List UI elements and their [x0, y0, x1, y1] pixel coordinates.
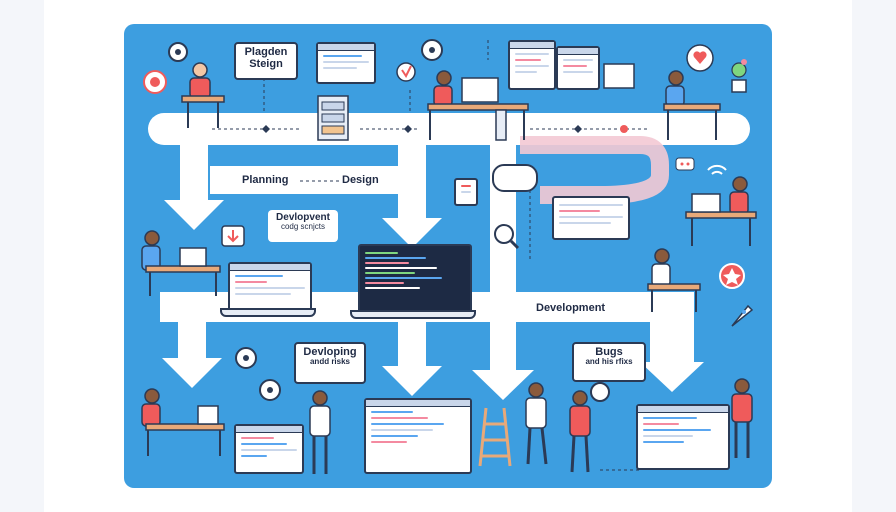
plant-icon [731, 59, 747, 93]
label-planning: Planning [242, 174, 289, 186]
label-line-2: andd risks [309, 357, 350, 367]
person-top-left [181, 62, 225, 128]
target-icon [143, 70, 167, 94]
doc-card-top-1 [316, 42, 376, 84]
laptop-left-base [220, 308, 316, 317]
doc-card-top-3 [556, 46, 600, 90]
doc-card-right-mid [552, 196, 630, 240]
ladder-icon [478, 407, 512, 467]
code-monitor-base [350, 310, 476, 319]
code-card-bottom-right [636, 404, 730, 470]
gear-icon-bottom [235, 347, 281, 401]
wifi-icon [707, 164, 727, 175]
label-line-2: codg scnjcts [280, 222, 326, 231]
pink-connector [520, 136, 669, 204]
person-left-middle [141, 230, 221, 296]
label-line-1: Devloping [303, 346, 357, 358]
planning-band [210, 166, 410, 194]
code-monitor [358, 244, 472, 314]
magnifier-icon [494, 224, 520, 250]
label-plagden-steign: Plagden Steign [234, 42, 298, 80]
label-devlopvent: Devlopvent codg scnjcts [268, 210, 338, 242]
doc-card-top-2 [508, 40, 556, 90]
label-design: Design [342, 174, 379, 186]
person-bottom-bugs [569, 382, 610, 473]
left-margin [0, 0, 44, 512]
right-margin [852, 0, 896, 512]
label-line-1: Plagden [244, 46, 288, 58]
gear-icon-top [421, 39, 443, 61]
monitor-icon [603, 63, 635, 89]
label-line-2: and his rfixs [585, 357, 633, 367]
person-bottom-standing [309, 390, 331, 474]
bookmark-heart-icon [396, 62, 416, 82]
heart-icon [686, 44, 714, 72]
rocket-icon [731, 304, 754, 327]
person-bottom-left [141, 388, 225, 456]
person-top-center [427, 70, 529, 141]
label-development: Development [536, 302, 606, 314]
person-middle-right [647, 248, 701, 312]
thought-bubble [492, 164, 538, 192]
person-top-right [663, 70, 721, 140]
label-devloping: Devloping andd risks [294, 342, 366, 384]
person-bottom-ladder [525, 382, 548, 465]
code-card-bottom-center [364, 398, 472, 474]
code-card-bottom-left [234, 424, 304, 474]
person-right-middle [685, 176, 757, 246]
small-note-card [454, 178, 478, 206]
label-bugs: Bugs and his rfixs [572, 342, 646, 382]
gear-icon [168, 42, 188, 62]
person-bottom-right [731, 378, 753, 458]
connector-dots [262, 125, 628, 133]
server-machine [317, 95, 349, 141]
label-line-2: Steign [249, 58, 283, 71]
laptop-left [228, 262, 312, 312]
star-badge-icon [719, 263, 745, 289]
chat-bubble-icon [675, 157, 695, 171]
label-line-1: Bugs [595, 346, 623, 358]
label-line-1: Devlopvent [276, 212, 330, 223]
down-arrows-row1 [164, 140, 442, 248]
download-icon [221, 225, 245, 247]
